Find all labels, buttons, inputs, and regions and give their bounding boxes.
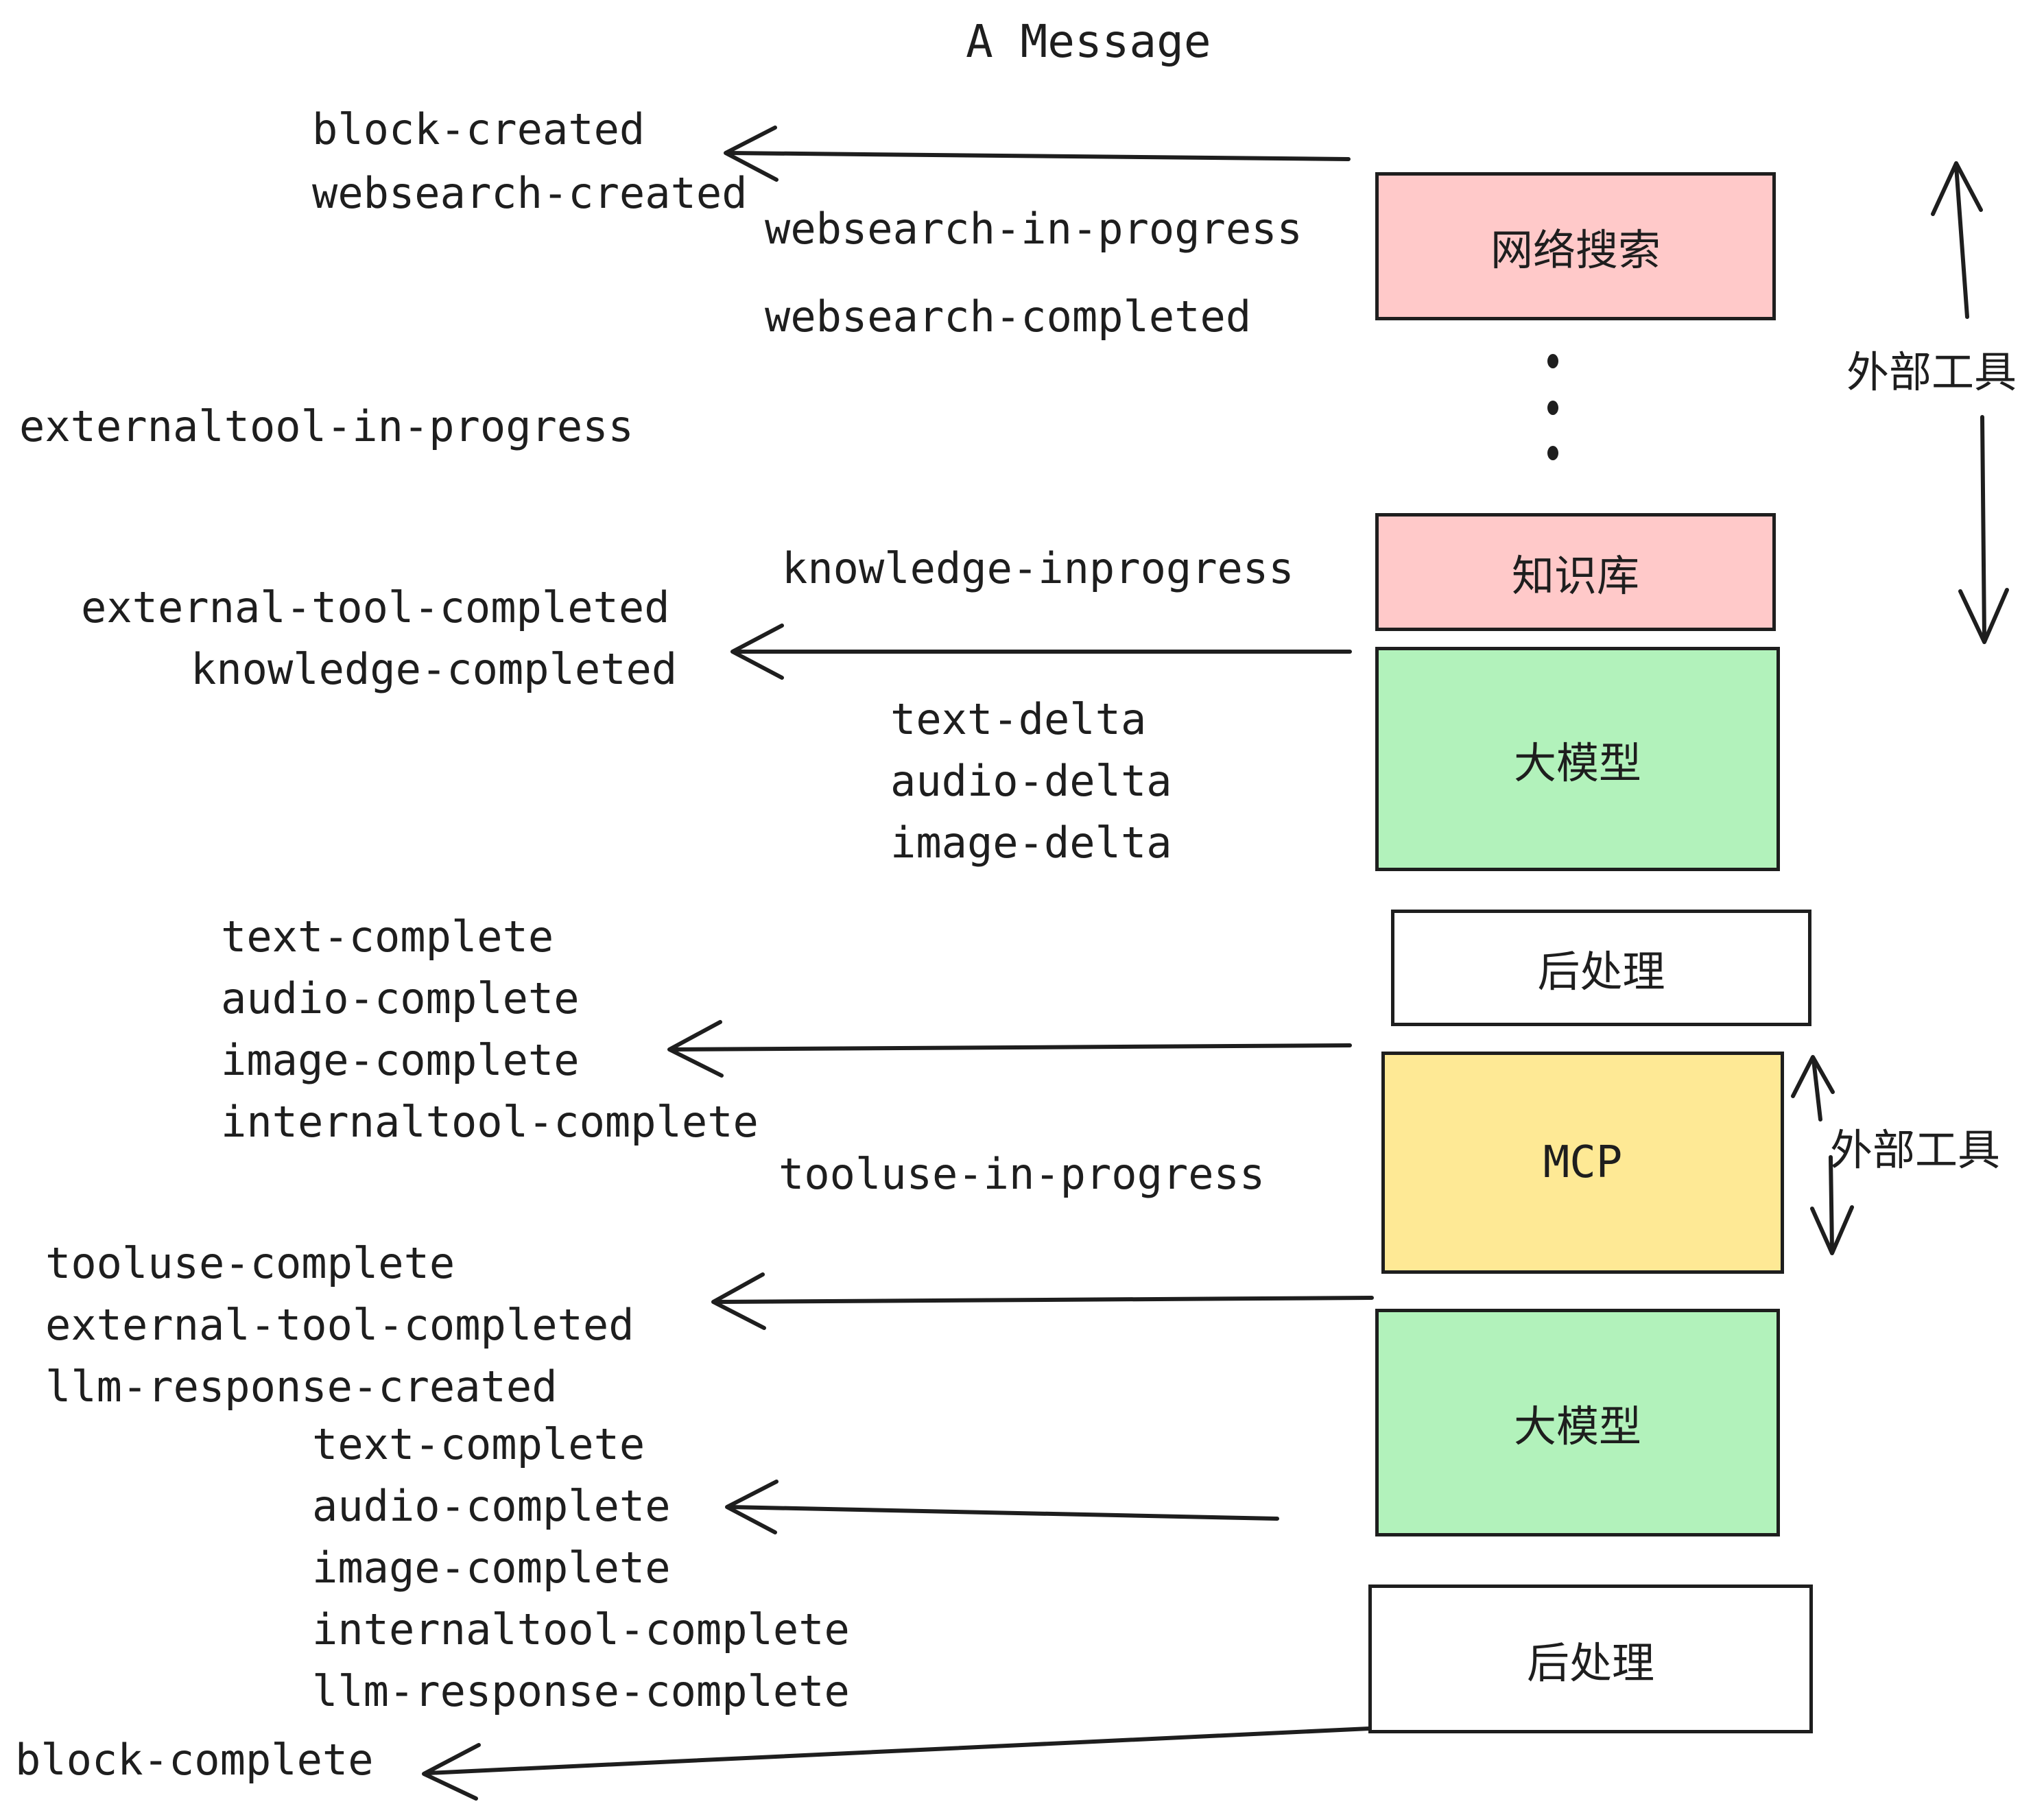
event-label-image-complete: image-complete — [312, 1543, 671, 1593]
knowledge-base-box: 知识库 — [1375, 513, 1776, 631]
event-label-llm-response-created: llm-response-created — [45, 1362, 558, 1412]
event-label-websearch-created: websearch-created — [312, 168, 748, 218]
external-tools-up-arrow-1 — [1931, 161, 1983, 319]
event-label-knowledge-inprogress: knowledge-inprogress — [782, 543, 1294, 593]
event-label-image-delta: image-delta — [890, 818, 1172, 868]
knowledge-base-box-label: 知识库 — [1511, 553, 1639, 600]
websearch-box-label: 网络搜索 — [1490, 227, 1661, 274]
event-label-text-complete: text-complete — [221, 912, 554, 962]
event-label-internaltool-complete: internaltool-complete — [221, 1097, 759, 1147]
event-label-websearch-in-progress: websearch-in-progress — [765, 204, 1303, 254]
mcp-box-label: MCP — [1543, 1137, 1623, 1188]
websearch-box: 网络搜索 — [1375, 172, 1776, 320]
external-tools-label-1: 外部工具 — [1846, 349, 2017, 396]
event-label-block-created: block-created — [312, 104, 645, 154]
llm-box-1: 大模型 — [1375, 647, 1780, 871]
event-label-text-complete: text-complete — [312, 1419, 645, 1469]
event-label-tooluse-in-progress: tooluse-in-progress — [779, 1149, 1265, 1199]
external-tools-up-arrow-2 — [1791, 1055, 1835, 1121]
arrow-to-tooluse-complete — [711, 1272, 1374, 1330]
event-label-tooluse-complete: tooluse-complete — [45, 1238, 455, 1288]
postprocess-box-1: 后处理 — [1391, 910, 1811, 1026]
postprocess-box-2-label: 后处理 — [1526, 1639, 1654, 1687]
llm-box-1-label: 大模型 — [1513, 739, 1641, 787]
postprocess-box-1-label: 后处理 — [1537, 949, 1665, 996]
llm-box-2-label: 大模型 — [1513, 1403, 1641, 1451]
arrow-to-block-complete — [422, 1726, 1371, 1801]
event-label-audio-complete: audio-complete — [312, 1481, 671, 1531]
event-label-block-complete: block-complete — [15, 1735, 374, 1785]
event-label-text-delta: text-delta — [890, 694, 1147, 744]
event-label-image-complete: image-complete — [221, 1035, 580, 1085]
external-tools-down-arrow-1 — [1958, 415, 2009, 644]
event-label-external-tool-completed: external-tool-completed — [45, 1300, 634, 1350]
external-tools-label-2: 外部工具 — [1830, 1127, 2001, 1174]
event-label-llm-response-complete: llm-response-complete — [312, 1666, 850, 1716]
event-label-knowledge-completed: knowledge-completed — [191, 644, 678, 694]
ellipsis-dot — [1547, 354, 1558, 368]
event-label-externaltool-in-progress: externaltool-in-progress — [19, 401, 634, 451]
ellipsis-dot — [1547, 446, 1558, 460]
mcp-box: MCP — [1381, 1052, 1784, 1274]
llm-box-2: 大模型 — [1375, 1309, 1780, 1536]
event-label-external-tool-completed: external-tool-completed — [81, 582, 670, 632]
ellipsis-dot — [1547, 401, 1558, 415]
event-label-audio-complete: audio-complete — [221, 973, 580, 1023]
event-label-websearch-completed: websearch-completed — [765, 292, 1252, 342]
diagram-title: A Message — [966, 15, 1211, 68]
event-label-internaltool-complete: internaltool-complete — [312, 1604, 850, 1654]
arrow-to-image-complete — [667, 1020, 1352, 1078]
arrow-to-knowledge-completed — [730, 624, 1352, 680]
postprocess-box-2: 后处理 — [1368, 1585, 1813, 1733]
event-label-audio-delta: audio-delta — [890, 756, 1172, 806]
arrow-to-audio-complete — [725, 1480, 1279, 1534]
arrow-to-websearch-created — [724, 126, 1351, 182]
